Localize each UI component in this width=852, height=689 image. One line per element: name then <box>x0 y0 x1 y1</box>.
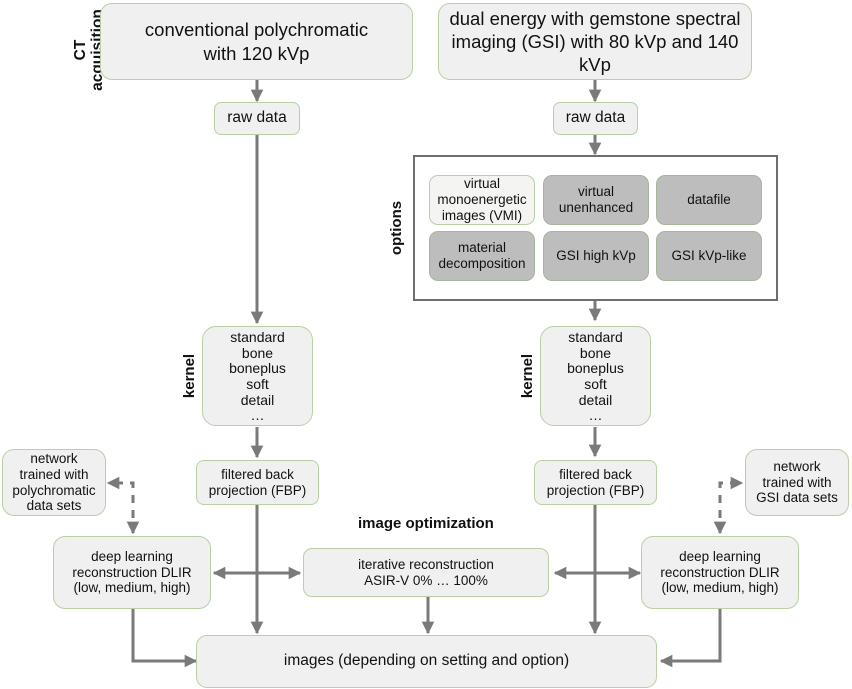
text-line: (low, medium, high) <box>73 580 191 596</box>
box-raw-data-right: raw data <box>553 102 638 135</box>
text-line: projection (FBP) <box>546 482 645 498</box>
text-line: (low, medium, high) <box>661 580 779 596</box>
text-line: decomposition <box>438 256 526 271</box>
option-gsi-high-kvp: GSI high kVp <box>543 231 649 281</box>
text-line: virtual <box>463 176 500 192</box>
text-line: trained with <box>762 474 832 490</box>
kernel-item: … <box>250 407 265 424</box>
text-line: data sets <box>26 498 82 514</box>
option-datafile: datafile <box>656 175 762 225</box>
arrow-dlir-right-to-images <box>659 609 722 668</box>
option-vmi: virtual monoenergetic images (VMI) <box>429 175 535 225</box>
text-line: virtual <box>577 184 614 200</box>
arrow-dlir-left-to-images <box>131 609 198 668</box>
option-gsi-kvp-like: GSI kVp-like <box>656 231 762 281</box>
box-fbp-right: filtered back projection (FBP) <box>534 460 657 505</box>
text-line: unenhanced <box>558 200 634 215</box>
kernel-item: boneplus <box>229 360 286 377</box>
box-images-output: images (depending on setting and option) <box>196 635 657 688</box>
option-virtual-unenhanced: virtual unenhanced <box>543 175 649 225</box>
kernel-item: detail <box>578 391 613 408</box>
kernel-item: … <box>588 407 603 424</box>
kernel-item: soft <box>584 376 607 393</box>
text-line: deep learning <box>91 548 173 564</box>
box-dual-energy-acquisition: dual energy with gemstone spectral imagi… <box>438 3 752 80</box>
text-line: reconstruction DLIR <box>660 564 780 580</box>
kernel-item: detail <box>240 391 275 408</box>
box-kernel-list-right: standard bone boneplus soft detail … <box>540 326 651 426</box>
dashed-arrow-network-right <box>713 476 744 535</box>
box-fbp-left: filtered back projection (FBP) <box>196 460 319 505</box>
section-label-kernel-left: kernel <box>181 353 198 399</box>
text-line: filtered back <box>559 466 632 482</box>
text-line: polychromatic <box>12 482 96 498</box>
text-line: filtered back <box>221 466 294 482</box>
label-line: CT <box>72 39 89 61</box>
text-line: datafile <box>687 192 731 208</box>
kernel-item: standard <box>568 329 623 345</box>
dashed-arrow-network-left <box>106 476 140 535</box>
box-kernel-list-left: standard bone boneplus soft detail … <box>202 326 313 426</box>
kernel-item: standard <box>230 329 285 345</box>
text-line: with 120 kVp <box>203 42 310 64</box>
text-line: monoenergetic <box>437 192 527 208</box>
section-label-kernel-right: kernel <box>519 353 536 399</box>
text-line: GSI kVp-like <box>671 248 747 264</box>
section-label-image-optimization: image optimization <box>358 515 494 532</box>
box-dlir-left: deep learning reconstruction DLIR (low, … <box>53 536 211 609</box>
text-line: images (VMI) <box>441 207 523 223</box>
text-line: iterative reconstruction <box>358 556 494 572</box>
kernel-item: bone <box>579 344 612 361</box>
text-line: GSI data sets <box>756 490 838 506</box>
text-line: ASIR-V 0% … 100% <box>364 572 488 588</box>
option-material-decomposition: material decomposition <box>429 231 535 281</box>
text-line: dual energy with gemstone spectral <box>449 7 741 29</box>
kernel-item: bone <box>241 344 274 361</box>
box-iterative-reconstruction: iterative reconstruction ASIR-V 0% … 100… <box>303 548 549 597</box>
text-line: imaging (GSI) with 80 kVp and 140 kVp <box>451 30 739 76</box>
text-line: network <box>773 459 821 475</box>
text-line: reconstruction DLIR <box>72 564 192 580</box>
kernel-item: boneplus <box>567 360 624 377</box>
text-line: trained with <box>19 466 89 482</box>
text-line: conventional polychromatic <box>144 19 369 41</box>
text-line: projection (FBP) <box>208 482 307 498</box>
text-line: deep learning <box>679 548 761 564</box>
box-network-gsi: network trained with GSI data sets <box>745 449 849 516</box>
box-network-polychromatic: network trained with polychromatic data … <box>2 449 106 516</box>
text-line: GSI high kVp <box>556 248 636 264</box>
text-line: material <box>457 240 506 256</box>
section-label-options: options <box>388 200 405 256</box>
box-raw-data-left: raw data <box>214 102 300 135</box>
box-dlir-right: deep learning reconstruction DLIR (low, … <box>641 536 799 609</box>
box-conventional-acquisition: conventional polychromatic with 120 kVp <box>100 3 413 80</box>
kernel-item: soft <box>246 376 269 393</box>
text-line: network <box>30 451 78 467</box>
